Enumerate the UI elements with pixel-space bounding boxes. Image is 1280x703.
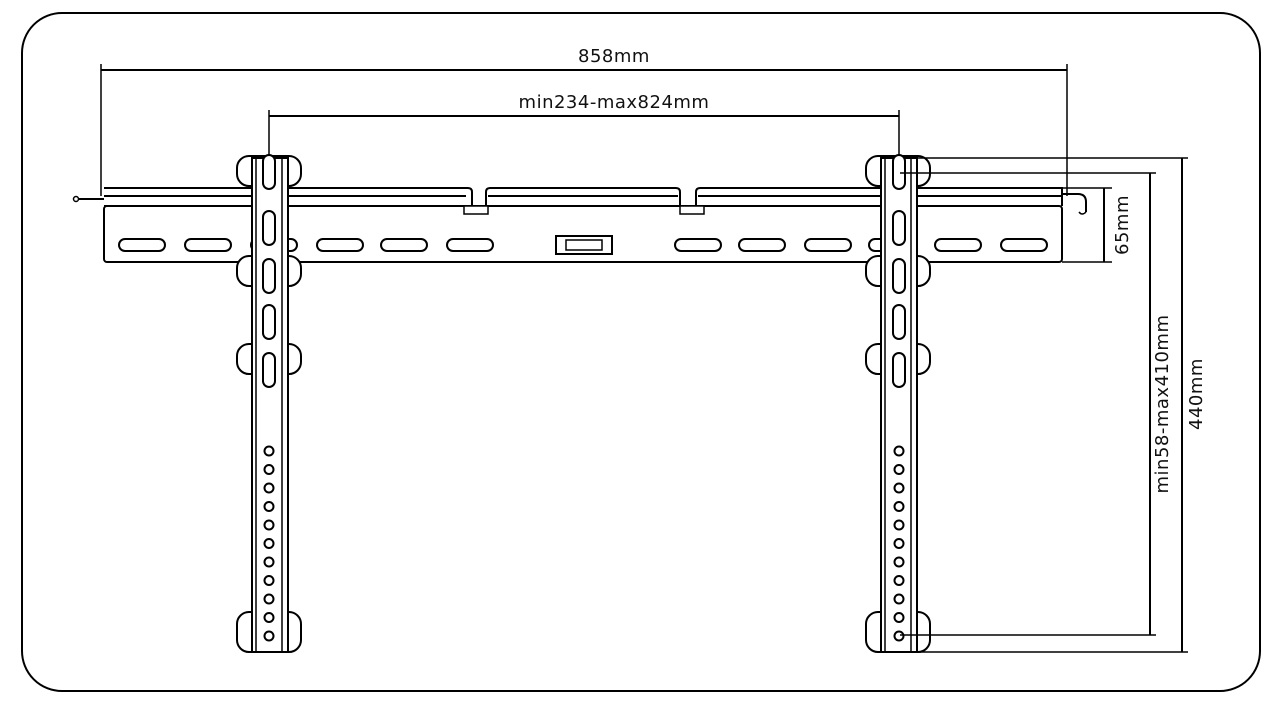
right-arm	[865, 154, 931, 653]
arm-slot	[892, 210, 906, 246]
rail-slot	[674, 238, 722, 252]
right-arm-hole-group	[892, 154, 906, 642]
arm-hole	[263, 538, 275, 549]
rail-slot	[380, 238, 428, 252]
arm-hole	[263, 612, 275, 623]
vertical-adjust-label: min58-max410mm	[1152, 315, 1173, 494]
arm-slot	[892, 352, 906, 388]
arm-hole	[263, 445, 275, 457]
rail-slot	[804, 238, 852, 252]
arm-hole	[893, 445, 905, 457]
arm-hole	[893, 464, 905, 475]
arm-slot	[262, 154, 276, 190]
dimension-vertical-adjust: min58-max410mm	[900, 172, 1173, 636]
arm-hole	[893, 538, 905, 549]
wall-rail	[72, 187, 1087, 263]
arm-hole	[263, 630, 275, 642]
rail-slot	[446, 238, 494, 252]
arm-hole	[263, 482, 275, 494]
dimension-arm-spacing: min234-max824mm	[268, 92, 900, 170]
arm-slot	[892, 258, 906, 294]
rail-slot	[316, 238, 364, 252]
arm-hole	[893, 612, 905, 623]
rail-height-label: 65mm	[1112, 195, 1133, 255]
overall-width-label: 858mm	[578, 46, 650, 67]
arm-hole	[893, 556, 905, 568]
drawing-frame	[21, 12, 1261, 692]
arm-hole	[893, 519, 905, 531]
arm-hole	[893, 482, 905, 494]
arm-hole	[263, 593, 275, 605]
left-arm	[236, 154, 302, 653]
arm-slot	[892, 154, 906, 190]
arm-slot	[892, 304, 906, 340]
arm-hole	[893, 575, 905, 586]
arm-slot	[262, 304, 276, 340]
arm-slot	[262, 258, 276, 294]
rail-slot	[184, 238, 232, 252]
dimension-overall-height: 440mm	[918, 157, 1207, 653]
left-arm-hole-group	[262, 154, 276, 642]
overall-height-label: 440mm	[1186, 358, 1207, 430]
arm-hole	[263, 556, 275, 568]
arm-slot	[262, 352, 276, 388]
arm-hole	[893, 630, 905, 642]
rail-slot	[1000, 238, 1048, 252]
arm-spacing-label: min234-max824mm	[519, 92, 710, 113]
arm-hole	[263, 575, 275, 586]
arm-hole	[263, 501, 275, 512]
arm-slot	[262, 210, 276, 246]
arm-hole	[263, 464, 275, 475]
rail-slot	[118, 238, 166, 252]
rail-slot	[738, 238, 786, 252]
dimension-rail-height: 65mm	[1062, 187, 1133, 263]
arm-hole	[893, 501, 905, 512]
arm-hole	[263, 519, 275, 531]
rail-slot	[934, 238, 982, 252]
arm-hole	[893, 593, 905, 605]
dimension-overall-width: 858mm	[100, 46, 1068, 196]
